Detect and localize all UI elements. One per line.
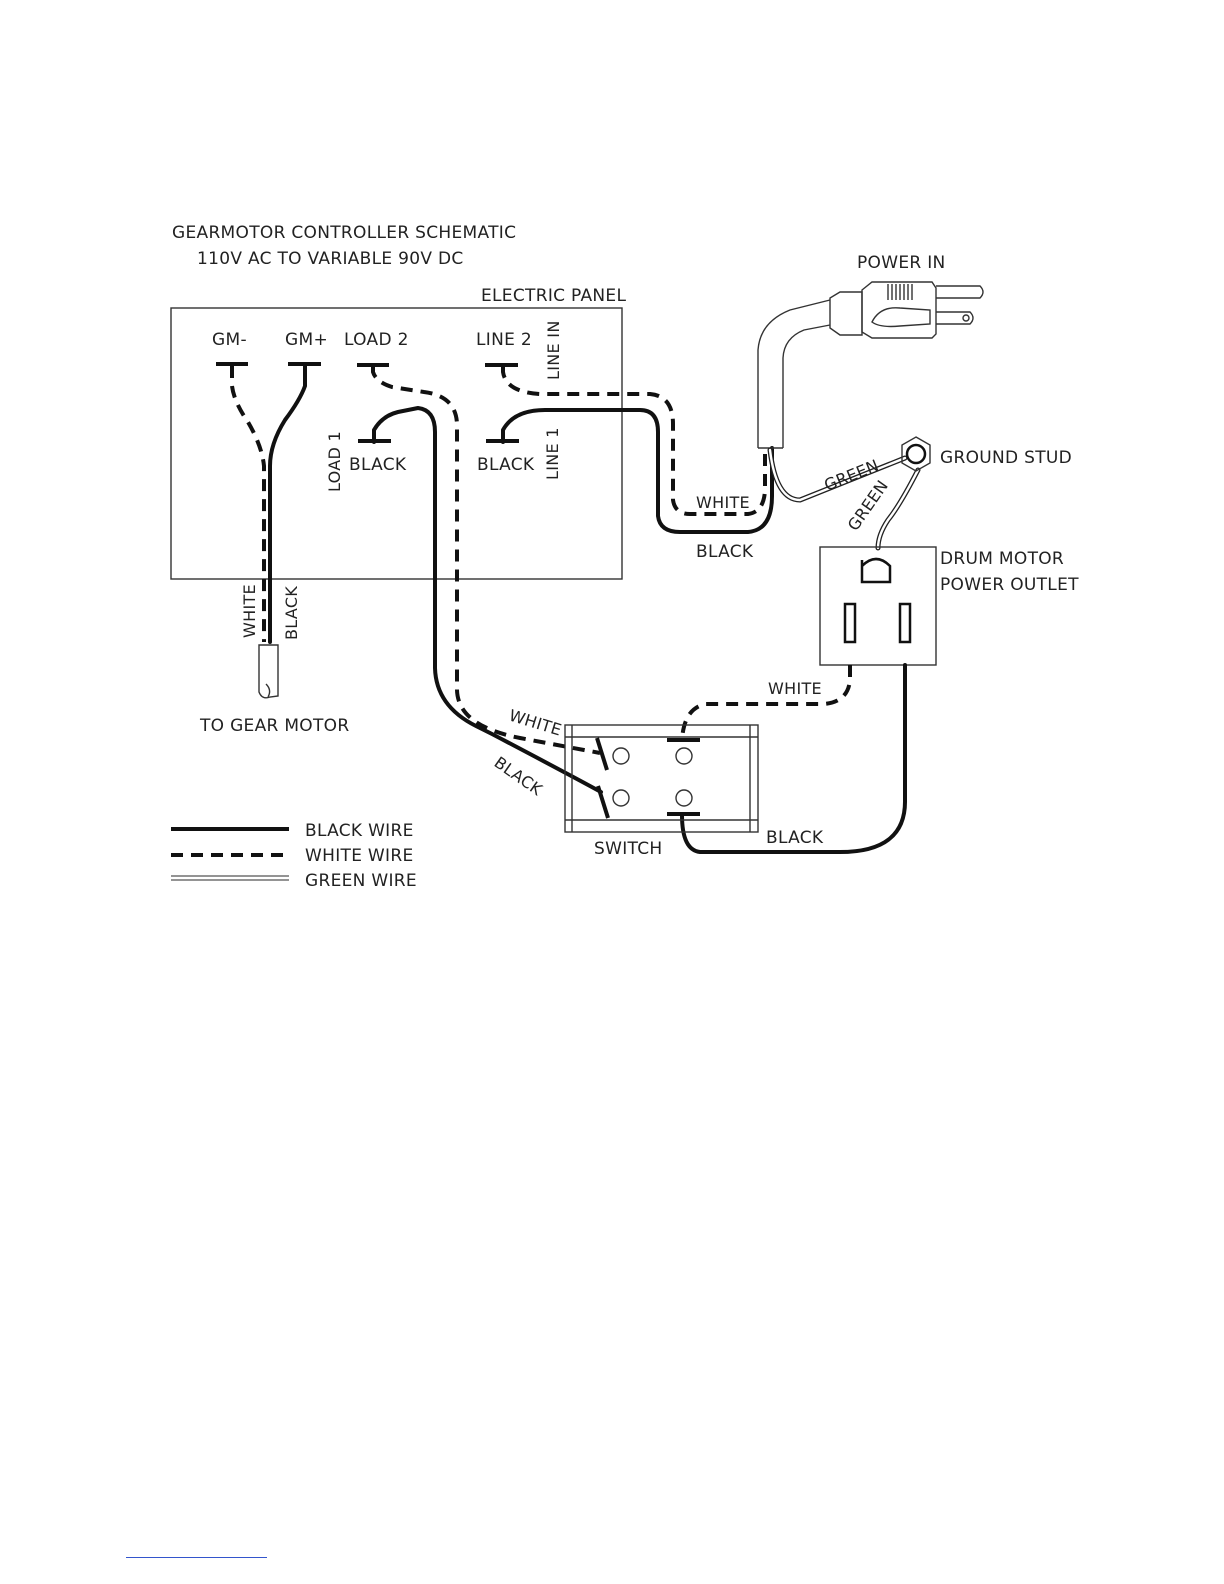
load2-white-wire (373, 366, 600, 753)
terminal-label-line2: LINE 2 (476, 330, 532, 350)
legend: BLACK WIRE WHITE WIRE GREEN WIRE (171, 821, 417, 891)
power-in-label: POWER IN (857, 253, 946, 273)
line1-wire-label: BLACK (477, 455, 535, 475)
terminal-label-gm-minus: GM- (212, 330, 247, 350)
outlet-white-label: WHITE (768, 679, 822, 698)
legend-label-green-wire: GREEN WIRE (305, 871, 417, 891)
gear-motor-label: TO GEAR MOTOR (199, 716, 349, 736)
ground-stud-icon (902, 437, 930, 471)
switch-terminal-white-in (597, 738, 629, 770)
gear-motor-white-label: WHITE (240, 584, 259, 638)
terminal-label-line-in: LINE IN (544, 320, 563, 380)
gear-motor-cable-sheath (259, 645, 278, 698)
switch-terminal-black-out (667, 790, 700, 814)
power-in-white-label: WHITE (696, 493, 750, 512)
outlet-black-label: BLACK (766, 828, 824, 848)
ground-stud-label: GROUND STUD (940, 448, 1072, 468)
outlet-label-line1: DRUM MOTOR (940, 549, 1064, 569)
terminal-label-load2: LOAD 2 (344, 330, 409, 350)
terminal-label-line1: LINE 1 (543, 427, 562, 480)
power-plug-icon (830, 282, 983, 338)
schematic-title: GEARMOTOR CONTROLLER SCHEMATIC (172, 223, 516, 243)
gear-motor-black-label: BLACK (282, 586, 301, 640)
electric-panel-label: ELECTRIC PANEL (481, 286, 626, 306)
switch-terminal-black-in (598, 786, 629, 818)
power-in-black-label: BLACK (696, 542, 754, 562)
power-cord-outer (783, 325, 830, 448)
outlet-white-wire (682, 665, 850, 740)
gear-motor-cable-break (266, 684, 270, 697)
schematic-subtitle: 110V AC TO VARIABLE 90V DC (197, 249, 464, 269)
switch-label: SWITCH (594, 839, 662, 859)
terminal-label-load1: LOAD 1 (325, 431, 344, 492)
switch-terminal-white-out (667, 740, 700, 764)
legend-label-white-wire: WHITE WIRE (305, 846, 414, 866)
outlet-green-wire (878, 470, 918, 548)
legend-label-black-wire: BLACK WIRE (305, 821, 414, 841)
footer-rule (126, 1557, 267, 1558)
drum-motor-outlet-icon (820, 547, 936, 665)
power-cord (758, 300, 830, 448)
outlet-label-line2: POWER OUTLET (940, 575, 1079, 595)
switch-body (565, 725, 758, 832)
switch-white-label: WHITE (507, 706, 564, 740)
terminal-label-gm-plus: GM+ (285, 330, 328, 350)
load1-wire-label: BLACK (349, 455, 407, 475)
